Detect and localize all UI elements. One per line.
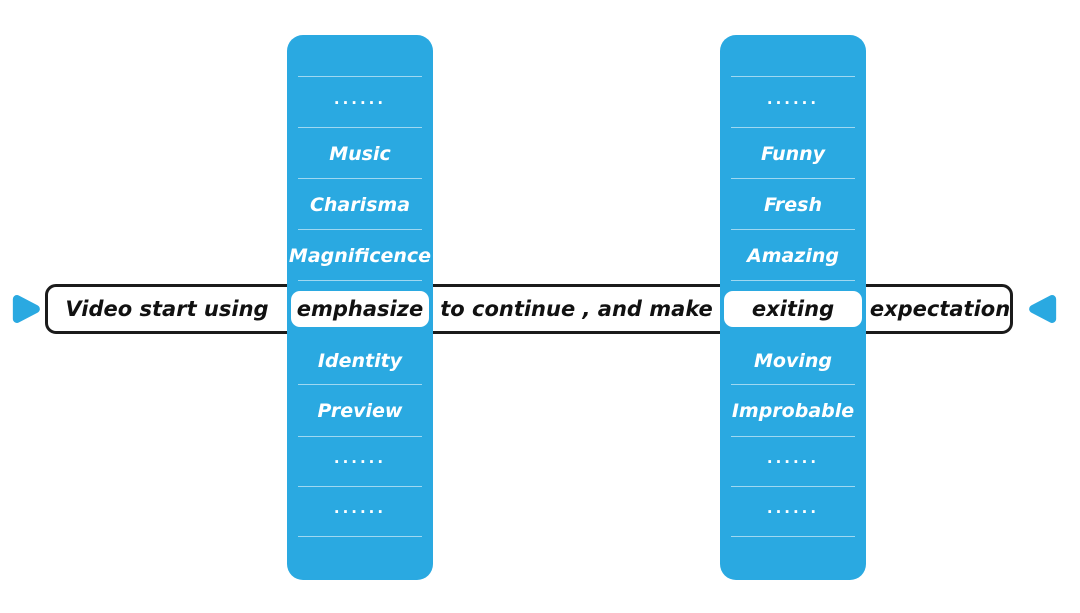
- ellipsis-row: ······: [333, 453, 387, 471]
- ellipsis-row: ······: [333, 93, 387, 112]
- word-row: Funny: [720, 128, 866, 179]
- ellipsis-row: ······: [766, 503, 820, 521]
- column-spacer: [287, 35, 433, 77]
- selected-word-box-1: emphasize: [291, 291, 429, 327]
- column-spacer: [720, 537, 866, 580]
- column-spacer: [287, 537, 433, 580]
- word-row: Moving: [720, 337, 866, 385]
- word-row: Identity: [287, 337, 433, 385]
- play-right-icon: [12, 295, 40, 323]
- play-left-icon: [1029, 295, 1057, 323]
- word-column-left: ······ Music Charisma Magnificence Ident…: [287, 35, 433, 580]
- sentence-segment-1: Video start using: [65, 297, 269, 321]
- word-row: Charisma: [287, 179, 433, 230]
- word-row: Improbable: [720, 385, 866, 437]
- ellipsis-row: ······: [333, 503, 387, 521]
- word-row: Preview: [287, 385, 433, 437]
- word-row: Magnificence: [287, 230, 433, 281]
- ellipsis-row: ······: [766, 453, 820, 471]
- sentence-segment-2: to continue , and make: [440, 297, 713, 321]
- ellipsis-row: ······: [766, 93, 820, 112]
- selected-word-box-2: exiting: [724, 291, 862, 327]
- word-row: Amazing: [720, 230, 866, 281]
- column-spacer: [720, 35, 866, 77]
- word-row: Fresh: [720, 179, 866, 230]
- sentence-segment-3: expectation: [869, 297, 1011, 321]
- word-row: Music: [287, 128, 433, 179]
